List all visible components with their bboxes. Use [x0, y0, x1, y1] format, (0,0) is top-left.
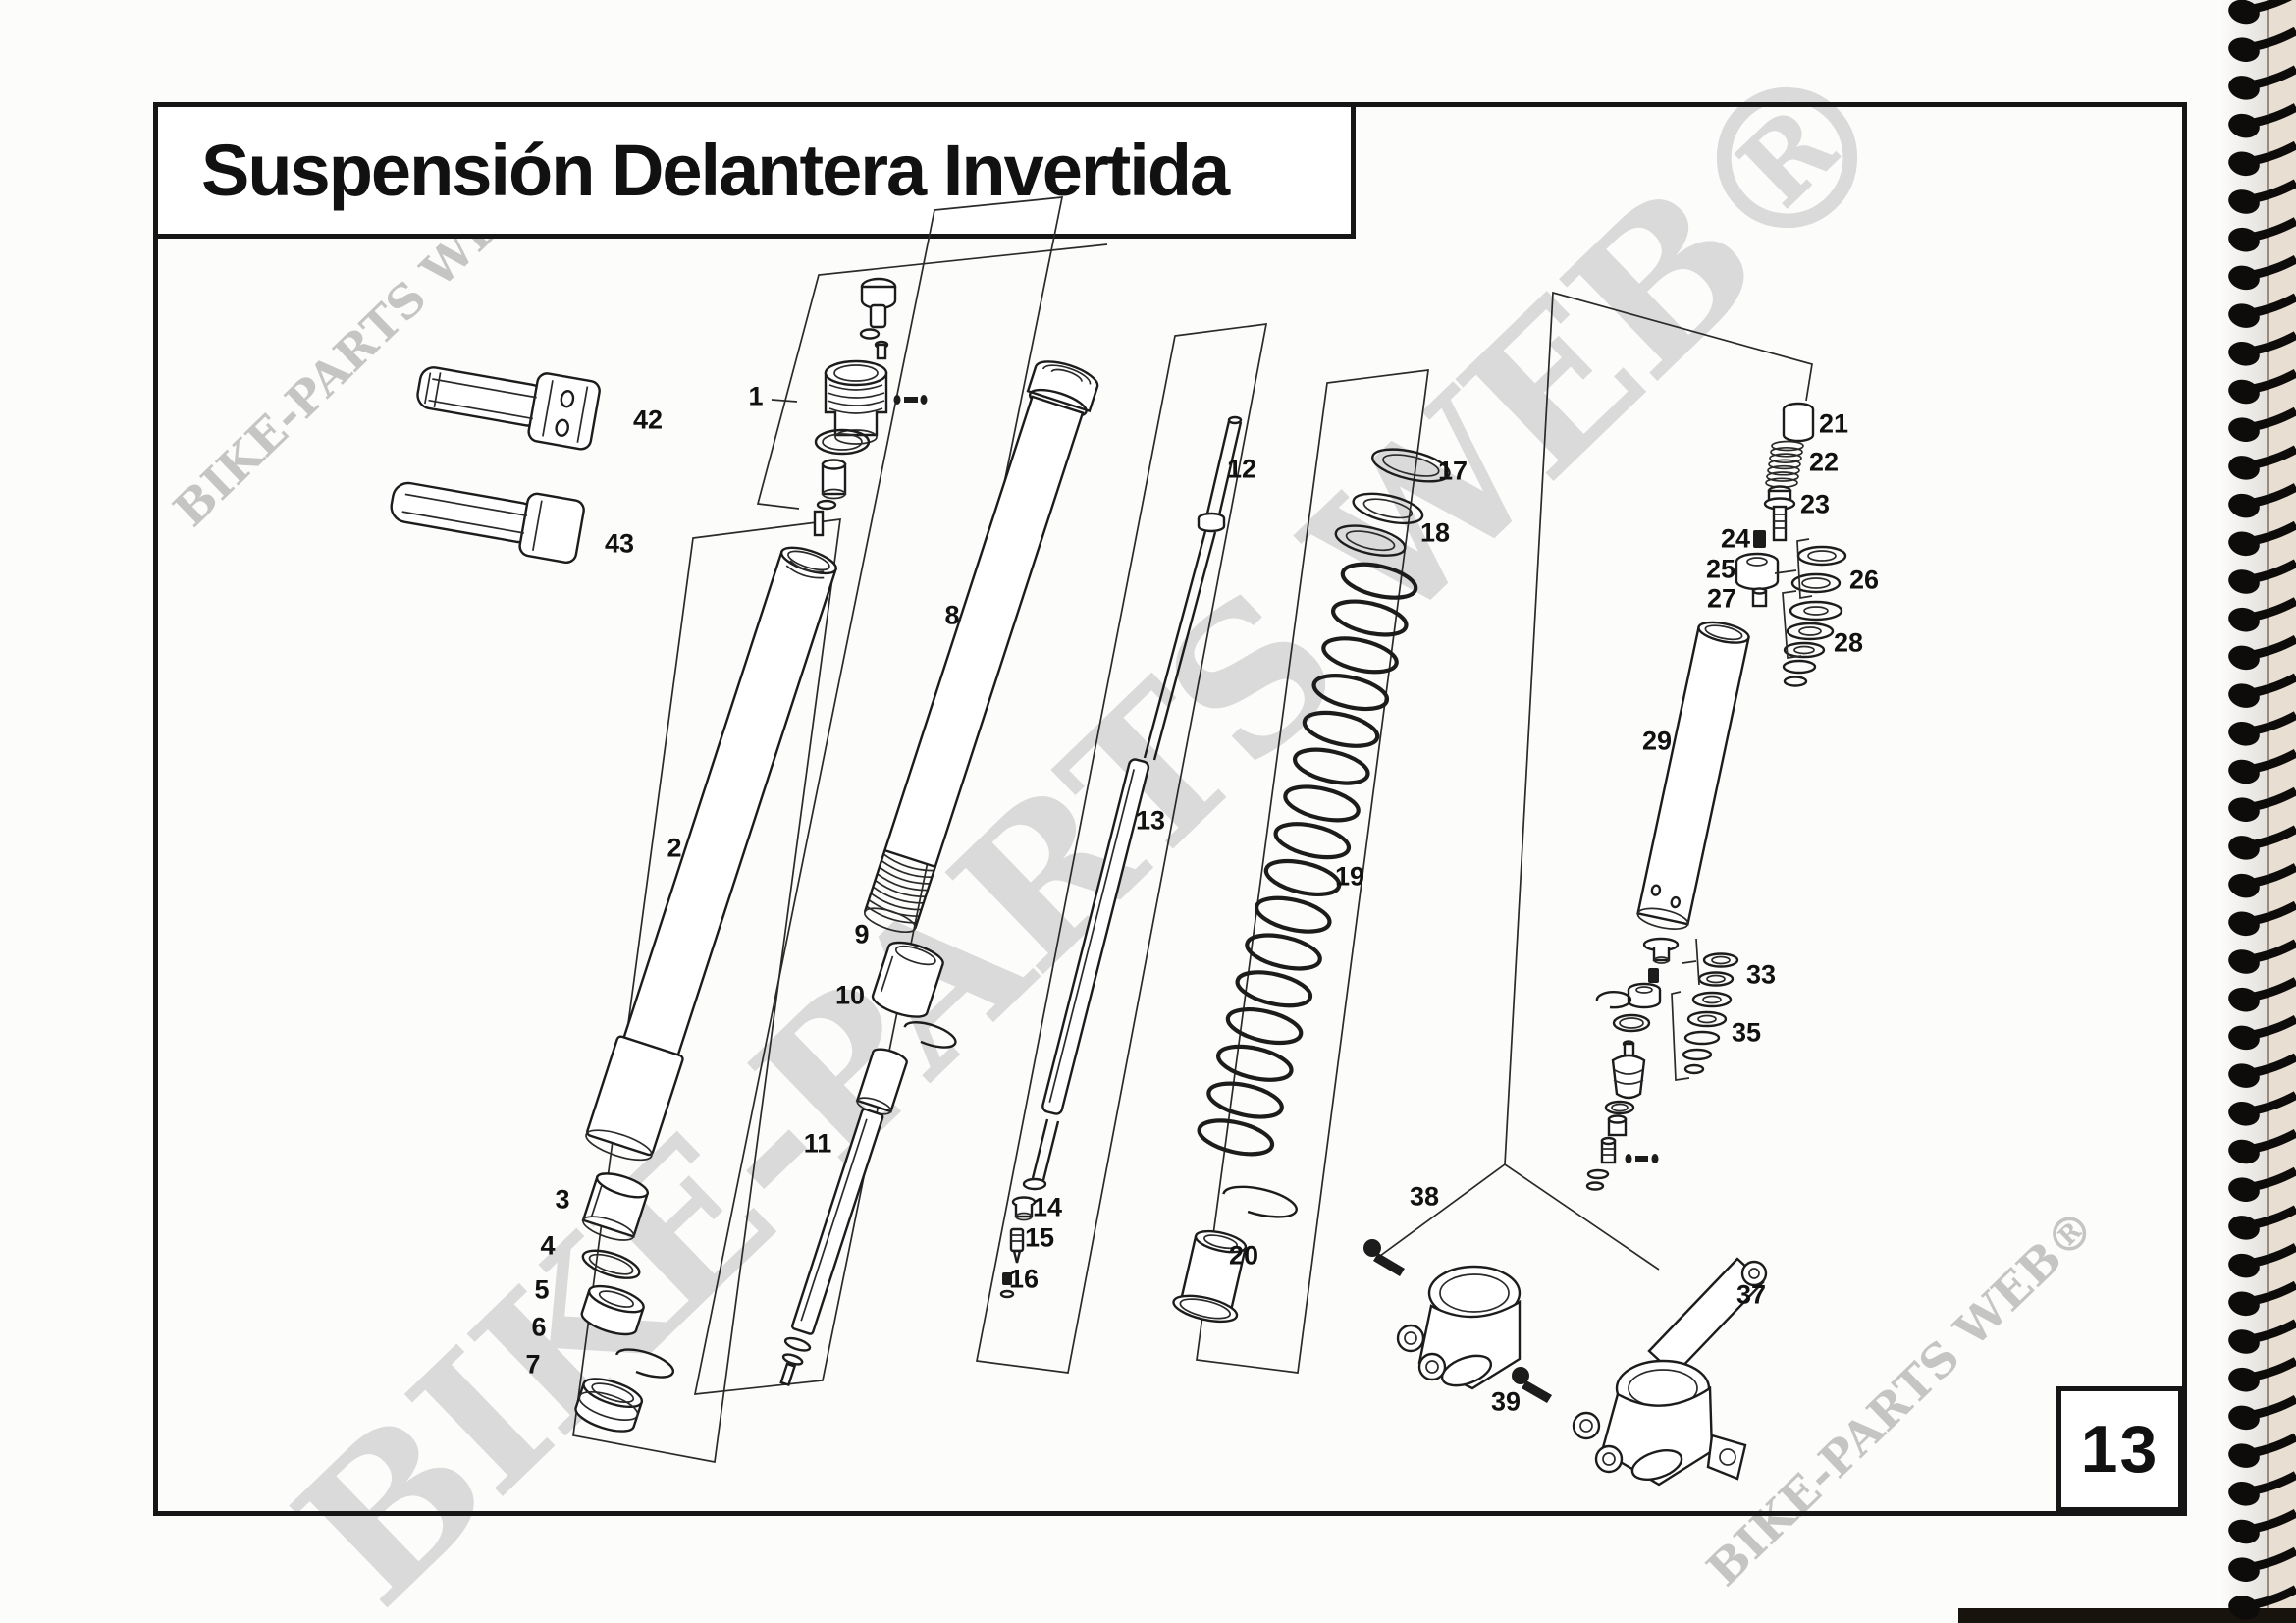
- cartridge-tube: [1636, 621, 1750, 930]
- right-axle-holder: [1512, 1257, 1768, 1487]
- page-number: 13: [2080, 1412, 2160, 1487]
- compression-adjuster-parts: [1735, 402, 1847, 687]
- cartridge-piston-parts: [1585, 937, 1739, 1191]
- left-axle-holder: [1363, 1239, 1522, 1390]
- fork-spring-group: [1172, 448, 1451, 1324]
- hardware-kit-icon: [1625, 1154, 1659, 1163]
- page-number-box: 13: [2056, 1386, 2183, 1512]
- lower-triple-clamp: [390, 481, 585, 564]
- inner-fork-tube-group: [779, 360, 1099, 1386]
- push-rod-group: [999, 415, 1243, 1299]
- outer-fork-tube-group: [574, 546, 838, 1433]
- spiral-binding: [2228, 0, 2296, 1620]
- hardware-kit-icon: [893, 395, 928, 405]
- book-edge-strip: [1958, 1608, 2296, 1623]
- fork-cap-assembly: [813, 277, 928, 537]
- upper-triple-clamp: [416, 366, 601, 451]
